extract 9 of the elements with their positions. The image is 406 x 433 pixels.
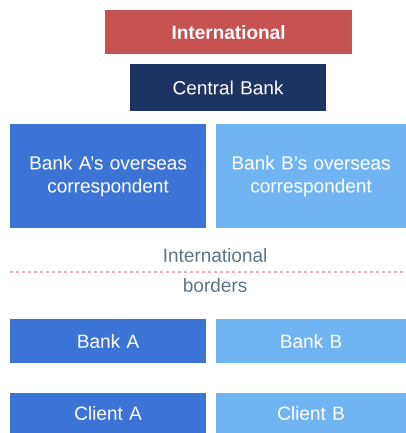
bank-box: Bank A	[10, 319, 206, 363]
bank-box: Client A	[10, 393, 206, 433]
bank-box: International	[105, 10, 352, 54]
bank-box: Bank A’s overseas correspondent	[10, 124, 206, 228]
bank-box: Bank B’s overseas correspondent	[216, 124, 406, 228]
border-label: International borders	[164, 248, 266, 292]
bank-box: Client B	[216, 393, 406, 433]
bank-box: Bank B	[216, 319, 406, 363]
bank-box: Central Bank	[130, 64, 326, 111]
